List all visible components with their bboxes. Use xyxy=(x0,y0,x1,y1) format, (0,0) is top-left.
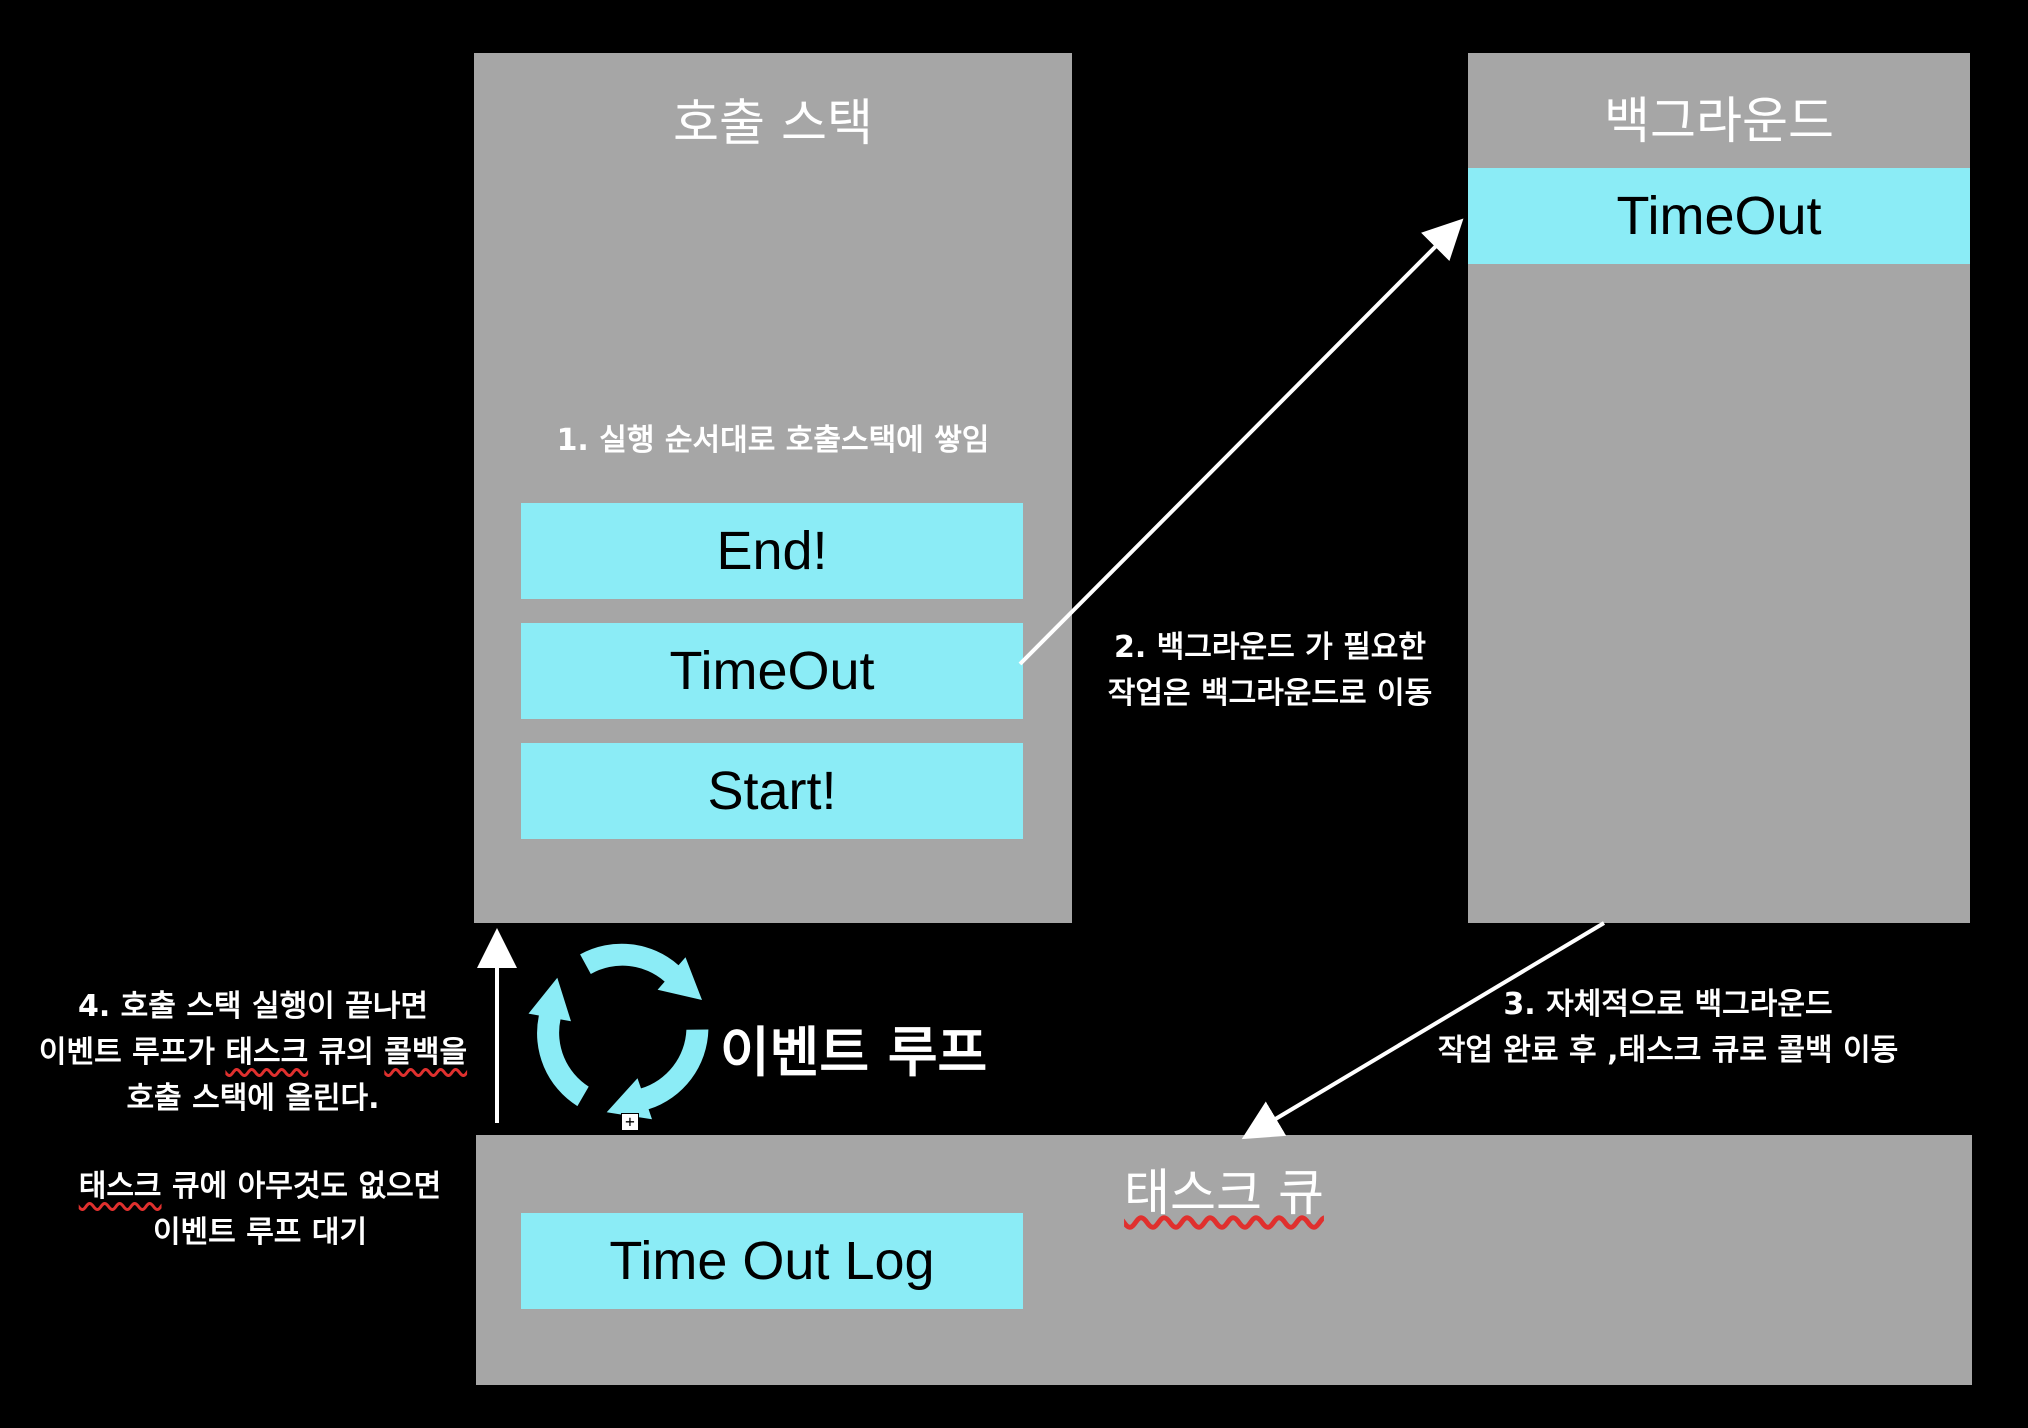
call-stack-note: 1. 실행 순서대로 호출스택에 쌓임 xyxy=(556,423,990,458)
step3-line2: 작업 완료 후 ,태스크 큐로 콜백 이동 xyxy=(1418,1028,1918,1074)
step2-line2: 작업은 백그라운드로 이동 xyxy=(1107,676,1433,711)
stack-item-timeout: TimeOut xyxy=(521,623,1023,719)
step4-line3: 호출 스택에 올린다. xyxy=(126,1081,380,1116)
plus-box-icon[interactable]: + xyxy=(621,1113,639,1131)
idle-line2: 이벤트 루프 대기 xyxy=(152,1215,368,1250)
task-queue-title-text: 태스크 큐 xyxy=(1124,1164,1324,1222)
background-title: 백그라운드 xyxy=(1604,92,1834,150)
step4-line1: 4. 호출 스택 실행이 끝나면 xyxy=(77,989,429,1024)
queue-item-timeout-log: Time Out Log xyxy=(521,1213,1023,1309)
call-stack-title: 호출 스택 xyxy=(673,94,873,152)
step3-note: 3. 자체적으로 백그라운드 작업 완료 후 ,태스크 큐로 콜백 이동 xyxy=(1418,982,1918,1074)
step4-note: 4. 호출 스택 실행이 끝나면 이벤트 루프가 태스크 큐의 콜백을 호출 스… xyxy=(18,984,488,1122)
stack-item-start: Start! xyxy=(521,743,1023,839)
arrow-background-to-queue xyxy=(1241,921,1606,1140)
stack-item-end: End! xyxy=(521,503,1023,599)
task-queue-title: 태스크 큐 xyxy=(476,1153,1972,1225)
refresh-loop-icon xyxy=(528,943,709,1120)
idle-line1: 태스크 큐에 아무것도 없으면 xyxy=(78,1169,442,1204)
step4-line2: 이벤트 루프가 태스크 큐의 콜백을 xyxy=(38,1035,468,1070)
background-panel: 백그라운드 TimeOut xyxy=(1468,53,1970,923)
task-queue-panel: 태스크 큐 Time Out Log xyxy=(476,1135,1972,1385)
idle-note: 태스크 큐에 아무것도 없으면 이벤트 루프 대기 xyxy=(40,1164,480,1256)
step2-line1: 2. 백그라운드 가 필요한 xyxy=(1113,630,1426,665)
step3-line2-text: 작업 완료 후 ,태스크 큐로 콜백 이동 xyxy=(1437,1033,1899,1068)
arrow-stack-to-background xyxy=(1018,218,1464,666)
background-item-timeout: TimeOut xyxy=(1468,168,1970,264)
event-loop-label: 이벤트 루프 xyxy=(720,1021,988,1084)
step2-note: 2. 백그라운드 가 필요한 작업은 백그라운드로 이동 xyxy=(1090,625,1450,717)
call-stack-panel: 호출 스택 1. 실행 순서대로 호출스택에 쌓임 End! TimeOut S… xyxy=(474,53,1072,923)
step3-line1: 3. 자체적으로 백그라운드 xyxy=(1503,987,1833,1022)
